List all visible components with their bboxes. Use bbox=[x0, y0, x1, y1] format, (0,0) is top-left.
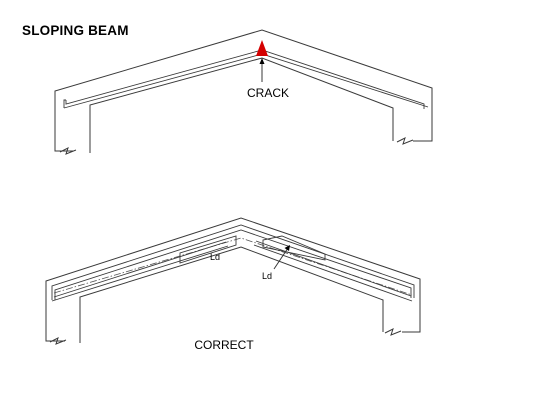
bottom-left-column-break bbox=[49, 337, 67, 345]
bottom-right-leg-bar-2 bbox=[255, 240, 412, 297]
bottom-right-leg-bar bbox=[253, 244, 413, 302]
ld-arrow-line bbox=[273, 247, 289, 270]
ld-arrow-head bbox=[284, 245, 290, 251]
slide-title: SLOPING BEAM bbox=[22, 23, 129, 38]
ld-label-right: Ld bbox=[262, 271, 272, 281]
bottom-center-line bbox=[53, 237, 413, 296]
correct-caption: CORRECT bbox=[194, 338, 254, 352]
top-left-column-break bbox=[59, 147, 77, 155]
bottom-left-leg-bar-2 bbox=[53, 241, 227, 298]
bottom-top-rebar-inner bbox=[54, 229, 412, 300]
top-left-rebar-hook bbox=[63, 99, 66, 108]
bottom-frame-diagram: Ld Ld CORRECT bbox=[45, 217, 421, 352]
crack-marker bbox=[256, 40, 268, 56]
ld-label-left: Ld bbox=[210, 252, 220, 262]
bottom-left-leg-bar bbox=[51, 245, 229, 302]
bottom-top-rebar bbox=[51, 224, 415, 300]
top-frame-diagram: CRACK bbox=[54, 29, 433, 155]
crack-arrow-head bbox=[259, 58, 265, 64]
top-right-column-break bbox=[396, 137, 414, 145]
top-frame-outer-outline bbox=[54, 29, 433, 152]
crack-label: CRACK bbox=[247, 86, 289, 100]
bottom-ld-bar-left bbox=[179, 235, 237, 264]
bottom-ld-bar-right bbox=[262, 235, 326, 261]
top-frame-inner-outline bbox=[89, 57, 394, 153]
bottom-frame-inner-outline bbox=[79, 246, 384, 343]
bottom-frame-outer-outline bbox=[45, 217, 421, 342]
bottom-right-column-break bbox=[384, 328, 402, 336]
